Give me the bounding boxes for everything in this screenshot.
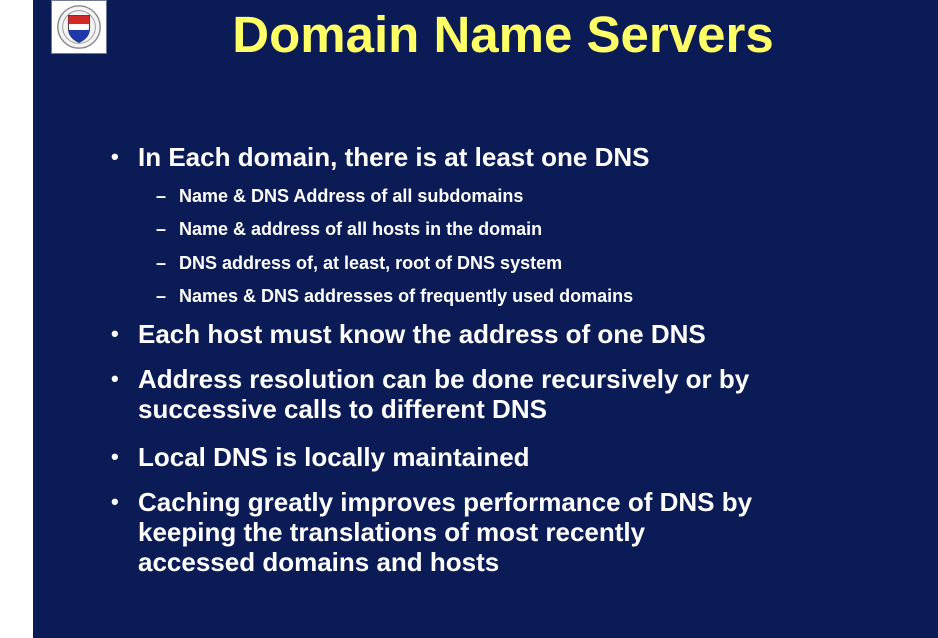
sub-bullet-item: – Name & address of all hosts in the dom…	[156, 218, 543, 240]
bullet-text: In Each domain, there is at least one DN…	[138, 142, 650, 172]
bullet-list: • In Each domain, there is at least one …	[33, 0, 938, 638]
dash-marker: –	[156, 253, 167, 273]
dash-marker: –	[156, 219, 167, 239]
bullet-text: Local DNS is locally maintained	[138, 442, 530, 472]
bullet-marker: •	[111, 489, 119, 514]
dash-marker: –	[156, 186, 167, 206]
university-shield-icon	[51, 0, 107, 54]
bullet-text: accessed domains and hosts	[138, 547, 500, 577]
bullet-item: • Each host must know the address of one…	[111, 319, 706, 349]
bullet-item: • Caching greatly improves performance o…	[111, 487, 753, 577]
bullet-marker: •	[111, 144, 119, 169]
slide-title: Domain Name Servers	[232, 6, 774, 63]
bullet-text: successive calls to different DNS	[138, 394, 547, 424]
bullet-item: • Address resolution can be done recursi…	[111, 364, 750, 424]
sub-bullet-text: Name & DNS Address of all subdomains	[179, 186, 524, 206]
bullet-text: Address resolution can be done recursive…	[138, 364, 750, 394]
bullet-item: • Local DNS is locally maintained	[111, 442, 530, 472]
sub-bullet-text: DNS address of, at least, root of DNS sy…	[179, 253, 563, 273]
sub-bullet-item: – Name & DNS Address of all subdomains	[156, 185, 524, 207]
bullet-marker: •	[111, 366, 119, 391]
bullet-item: • In Each domain, there is at least one …	[111, 142, 650, 172]
sub-bullet-text: Names & DNS addresses of frequently used…	[179, 286, 634, 306]
bullet-marker: •	[111, 444, 119, 469]
sub-bullet-text: Name & address of all hosts in the domai…	[179, 219, 543, 239]
bullet-text: keeping the translations of most recentl…	[138, 517, 646, 547]
sub-bullet-item: – Names & DNS addresses of frequently us…	[156, 285, 634, 307]
bullet-text: Caching greatly improves performance of …	[138, 487, 753, 517]
bullet-text: Each host must know the address of one D…	[138, 319, 706, 349]
bullet-marker: •	[111, 321, 119, 346]
sub-bullet-item: – DNS address of, at least, root of DNS …	[156, 252, 563, 274]
slide: Domain Name Servers • In Each domain, th…	[33, 0, 938, 638]
dash-marker: –	[156, 286, 167, 306]
